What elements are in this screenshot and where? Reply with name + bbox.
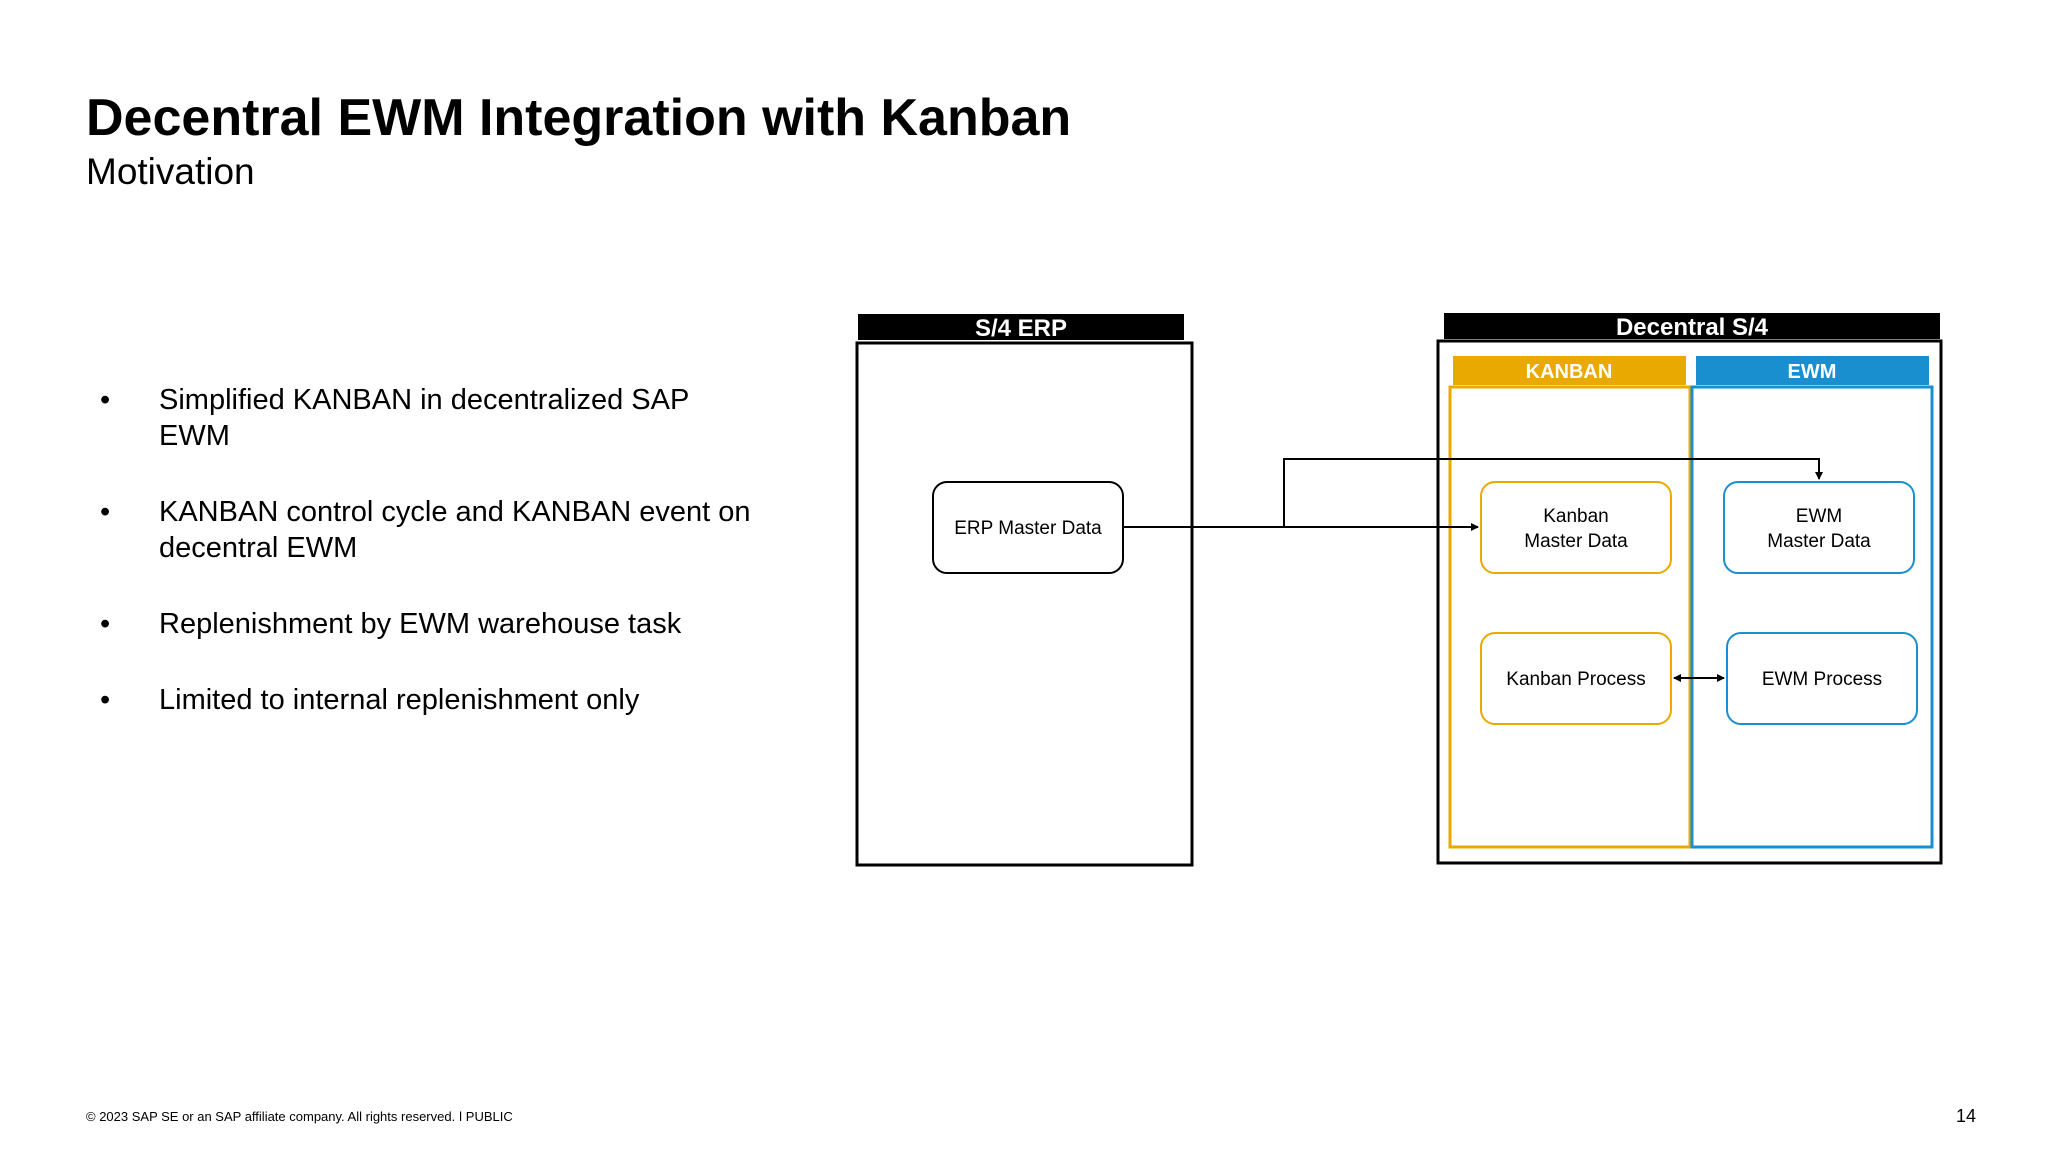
slide-subtitle: Motivation — [86, 151, 255, 192]
bullet-text: Replenishment by EWM warehouse task — [159, 608, 682, 640]
bullet-list: • Simplified KANBAN in decentralized SAP… — [100, 382, 760, 758]
bullet-text: Limited to internal replenishment only — [159, 684, 640, 716]
ewm-process-node: EWM Process — [1726, 632, 1918, 725]
slide-title: Decentral EWM Integration with Kanban — [86, 89, 1072, 147]
kanban-lane-label: KANBAN — [1526, 361, 1613, 383]
bullet-dot: • — [100, 608, 111, 640]
bullet-dot: • — [100, 384, 111, 416]
bullet-item: • Replenishment by EWM warehouse task — [100, 606, 760, 642]
ewm-master-data-label-line2: Master Data — [1767, 531, 1871, 552]
bullet-dot: • — [100, 684, 111, 716]
ewm-lane-body — [1690, 385, 1934, 849]
bullet-text: Simplified KANBAN in decentralized SAP E… — [159, 384, 689, 452]
bullet-item: • Simplified KANBAN in decentralized SAP… — [100, 382, 760, 454]
ewm-lane-header — [1696, 356, 1929, 385]
kanban-master-data-label-line2: Master Data — [1524, 531, 1628, 552]
ewm-lane-label: EWM — [1788, 361, 1837, 383]
ewm-lane: EWM — [1690, 356, 1934, 849]
bullet-item: • KANBAN control cycle and KANBAN event … — [100, 494, 760, 566]
ewm-master-data-label-line1: EWM — [1796, 506, 1842, 527]
page-number: 14 — [1955, 1106, 1976, 1126]
kanban-lane: KANBAN — [1448, 356, 1692, 849]
kanban-process-node: Kanban Process — [1480, 632, 1672, 725]
kanban-process-label: Kanban Process — [1506, 669, 1645, 690]
erp-master-data-node: ERP Master Data — [932, 481, 1124, 574]
erp-to-ewm-connector — [1283, 458, 1823, 527]
ewm-process-label: EWM Process — [1762, 669, 1882, 690]
decentral-header-label: Decentral S/4 — [1616, 314, 1769, 341]
kanban-master-data-label-line1: Kanban — [1543, 506, 1609, 527]
bullet-item: • Limited to internal replenishment only — [100, 682, 760, 718]
erp-header-label: S/4 ERP — [975, 315, 1067, 342]
bullet-dot: • — [100, 496, 111, 528]
decentral-container — [1436, 339, 1943, 865]
kanban-lane-header — [1453, 356, 1686, 385]
kanban-master-data-node: Kanban Master Data — [1480, 481, 1672, 574]
ewm-master-data-node: EWM Master Data — [1723, 481, 1915, 574]
erp-system: S/4 ERP — [855, 314, 1194, 867]
decentral-system: Decentral S/4 — [1436, 313, 1943, 865]
bullet-text: KANBAN control cycle and KANBAN event on… — [159, 496, 751, 564]
erp-master-data-label: ERP Master Data — [954, 518, 1102, 539]
kanban-lane-body — [1448, 385, 1692, 849]
erp-header-bar — [858, 314, 1184, 340]
erp-container — [855, 341, 1194, 867]
copyright-footer: © 2023 SAP SE or an SAP affiliate compan… — [86, 1109, 513, 1124]
decentral-header-bar — [1444, 313, 1940, 339]
